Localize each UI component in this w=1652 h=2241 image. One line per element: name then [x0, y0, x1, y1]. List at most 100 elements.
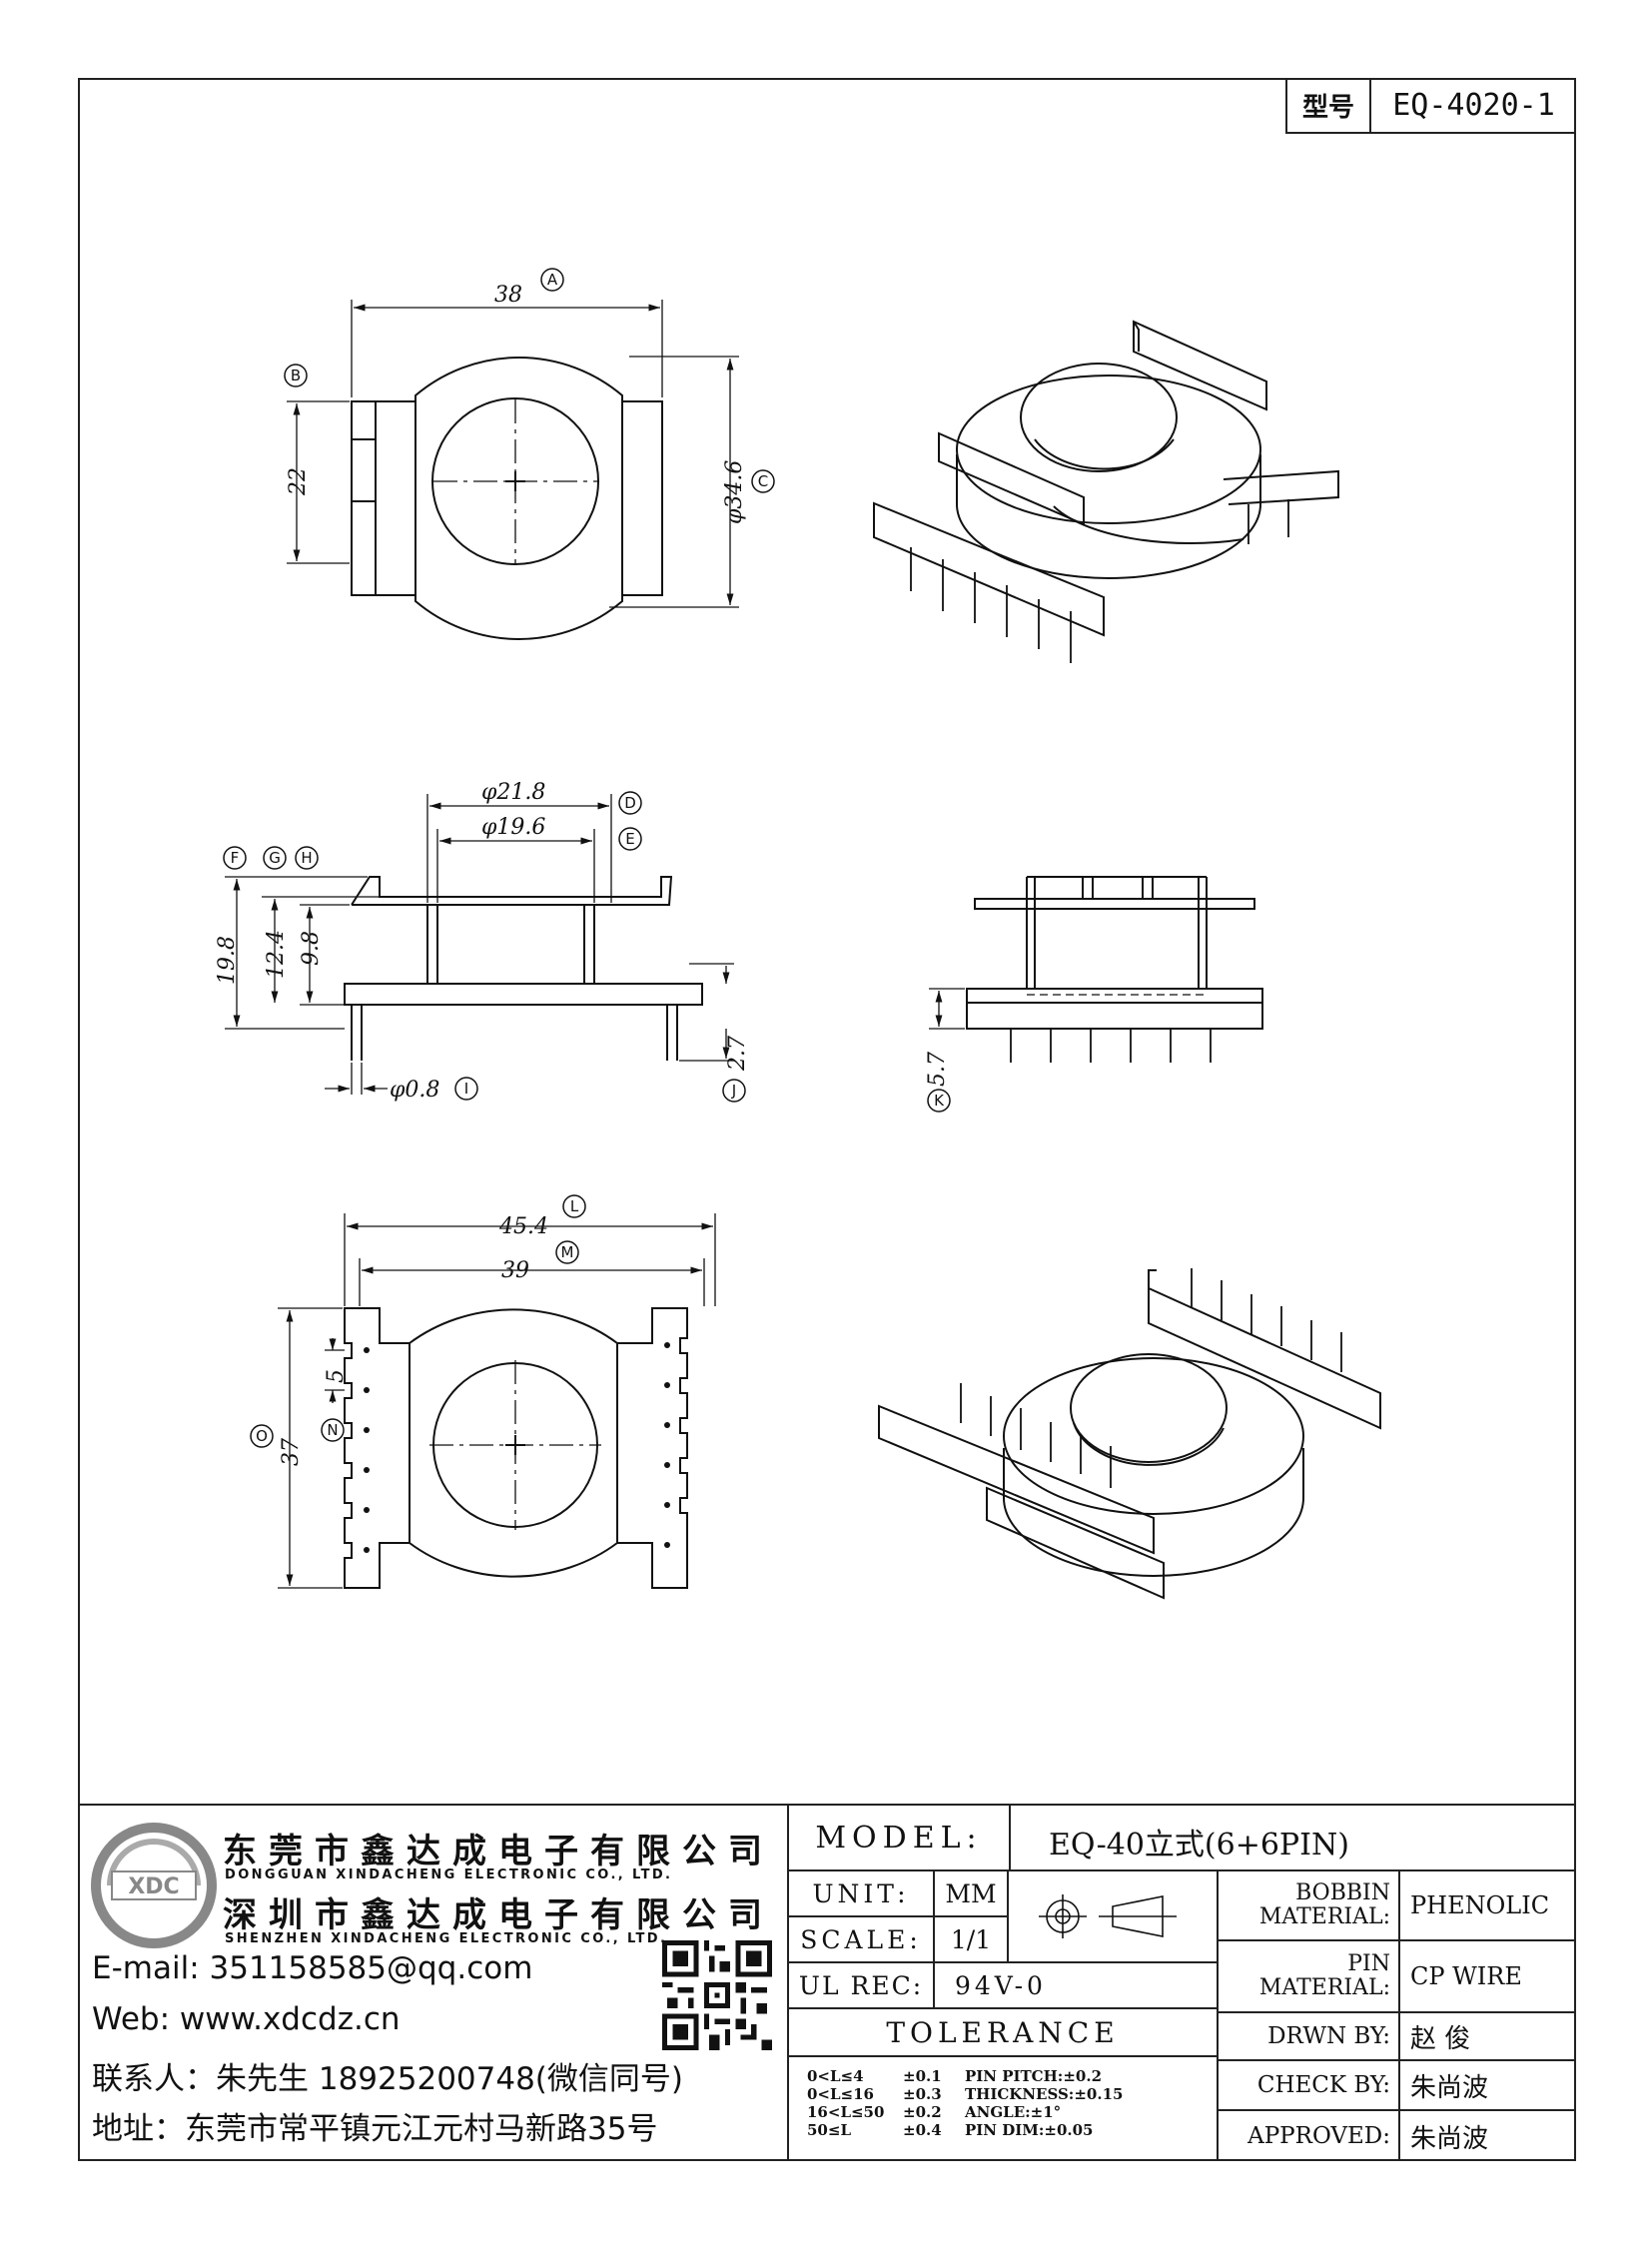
svg-text:G: G	[269, 849, 281, 867]
svg-text:A: A	[547, 271, 558, 289]
svg-text:J: J	[731, 1082, 736, 1100]
model-number-box: 型号 EQ-4020-1	[1285, 78, 1576, 134]
tolerance-range: 50≤L	[807, 2121, 851, 2139]
dim-0-8: φ0.8	[390, 1078, 439, 1103]
svg-text:F: F	[231, 849, 240, 867]
spec-approved-value: 朱尚波	[1410, 2123, 1489, 2154]
ref-letter-m: M	[555, 1240, 579, 1264]
spec-model-label: MODEL:	[789, 1806, 1011, 1869]
dim-19-8: 19.8	[215, 936, 240, 985]
spec-ul-value: 94V-0	[935, 1963, 1219, 2009]
dim-22: 22	[286, 467, 311, 496]
dim-9-8: 9.8	[299, 931, 324, 966]
side-view	[929, 876, 1263, 1063]
spec-approved-label: APPROVED:	[1219, 2111, 1400, 2161]
spec-check-value: 朱尚波	[1400, 2061, 1576, 2111]
ref-letter-a: A	[540, 268, 564, 292]
spec-drawn-value: 赵 俊	[1400, 2013, 1576, 2061]
ref-letter-o: O	[250, 1424, 274, 1448]
ref-letter-j: J	[722, 1079, 746, 1103]
ref-letter-n: N	[321, 1418, 345, 1442]
tolerance-range: 16<L≤50	[807, 2103, 885, 2121]
svg-text:H: H	[301, 849, 312, 867]
company-contact: 联系人：朱先生 18925200748(微信同号)	[92, 2061, 683, 2097]
tolerance-row: 16<L≤50 ±0.2 ANGLE:±1°	[807, 2103, 1217, 2121]
tolerance-tol: ±0.1	[903, 2067, 942, 2085]
company-name-cn-dongguan: 东莞市鑫达成电子有限公司	[223, 1832, 774, 1871]
svg-text:XDC: XDC	[128, 1874, 179, 1899]
company-email: E-mail: 351158585@qq.com	[92, 1950, 533, 1986]
company-logo-icon: XDC	[91, 1823, 217, 1948]
tolerance-other: THICKNESS:±0.15	[965, 2085, 1124, 2103]
tolerance-tol: ±0.2	[903, 2103, 942, 2121]
third-angle-projection-icon	[1039, 1894, 1177, 1938]
spec-tolerance-label: TOLERANCE	[789, 2009, 1219, 2057]
dim-5-7: 5.7	[925, 1052, 950, 1087]
ref-letter-b: B	[284, 364, 308, 387]
tolerance-other: ANGLE:±1°	[965, 2103, 1062, 2121]
svg-text:C: C	[758, 472, 768, 490]
iso-view-bottom	[878, 1268, 1381, 1600]
qr-code-icon	[662, 1940, 772, 2050]
tolerance-row: 0<L≤4 ±0.1 PIN PITCH:±0.2	[807, 2067, 1217, 2085]
svg-text:D: D	[624, 794, 636, 812]
ref-letter-f: F	[223, 846, 247, 870]
company-website: Web: www.xdcdz.cn	[92, 2001, 401, 2037]
tolerance-range: 0<L≤4	[807, 2067, 864, 2085]
company-address: 地址：东莞市常平镇元江元村马新路35号	[92, 2111, 658, 2147]
ref-letter-l: L	[562, 1194, 586, 1218]
spec-drawn-label: DRWN BY:	[1219, 2013, 1400, 2061]
spec-model-value: EQ-40立式(6+6PIN)	[1049, 1828, 1349, 1863]
company-name-en-dongguan: DONGGUAN XINDACHENG ELECTRONIC CO., LTD.	[225, 1868, 673, 1882]
dim-34-6: φ34.6	[722, 460, 747, 524]
dim-12-4: 12.4	[264, 930, 289, 979]
dim-21-8: φ21.8	[481, 780, 545, 805]
tolerance-tol: ±0.4	[903, 2121, 942, 2139]
technical-drawing: 38 22 φ34.6 φ21.8 φ19.6 19.8 12.4 9.8 φ0…	[215, 268, 1381, 1600]
dim-2-7: 2.7	[725, 1036, 750, 1072]
top-view	[287, 300, 739, 640]
spec-scale-value: 1/1	[935, 1917, 1009, 1963]
ref-letter-d: D	[618, 791, 642, 815]
ref-letter-g: G	[263, 846, 287, 870]
svg-text:K: K	[934, 1092, 945, 1110]
iso-view-top	[873, 320, 1339, 663]
spec-pin-value: CP WIRE	[1400, 1941, 1576, 2013]
svg-text:B: B	[291, 367, 301, 384]
ref-letter-i: I	[454, 1077, 478, 1101]
tolerance-other: PIN DIM:±0.05	[965, 2121, 1094, 2139]
bottom-view	[278, 1213, 716, 1589]
spec-ul-label: UL REC:	[789, 1963, 935, 2009]
dim-39: 39	[501, 1258, 529, 1283]
spec-model-row: MODEL: EQ-40立式(6+6PIN)	[789, 1806, 1576, 1871]
spec-bobbin-value: PHENOLIC	[1400, 1871, 1576, 1941]
model-number-value: EQ-4020-1	[1392, 87, 1555, 123]
company-name-cn-shenzhen: 深圳市鑫达成电子有限公司	[223, 1895, 774, 1935]
spec-unit-value: MM	[935, 1871, 1009, 1917]
svg-text:N: N	[327, 1421, 338, 1439]
model-number-key: 型号	[1287, 78, 1371, 132]
ref-letter-e: E	[618, 827, 642, 851]
tolerance-row: 50≤L ±0.4 PIN DIM:±0.05	[807, 2121, 1217, 2139]
ref-letter-k: K	[927, 1089, 951, 1113]
dim-37: 37	[279, 1438, 304, 1466]
projection-symbol	[1009, 1871, 1219, 1963]
drawing-frame	[78, 78, 1576, 2161]
tolerance-other: PIN PITCH:±0.2	[965, 2067, 1102, 2085]
spec-scale-label: SCALE:	[789, 1917, 935, 1963]
company-panel: XDC 东莞市鑫达成电子有限公司 DONGGUAN XINDACHENG ELE…	[78, 1806, 789, 2161]
dim-5: 5	[324, 1369, 349, 1383]
svg-text:I: I	[464, 1080, 468, 1098]
dim-19-6: φ19.6	[481, 815, 545, 840]
svg-text:M: M	[561, 1243, 574, 1261]
ref-letter-c: C	[751, 469, 775, 493]
company-name-en-shenzhen: SHENZHEN XINDACHENG ELECTRONIC CO., LTD.	[225, 1931, 668, 1946]
spec-check-label: CHECK BY:	[1219, 2061, 1400, 2111]
spec-unit-label: UNIT:	[789, 1871, 935, 1917]
tolerance-range: 0<L≤16	[807, 2085, 874, 2103]
dim-38: 38	[494, 283, 522, 308]
